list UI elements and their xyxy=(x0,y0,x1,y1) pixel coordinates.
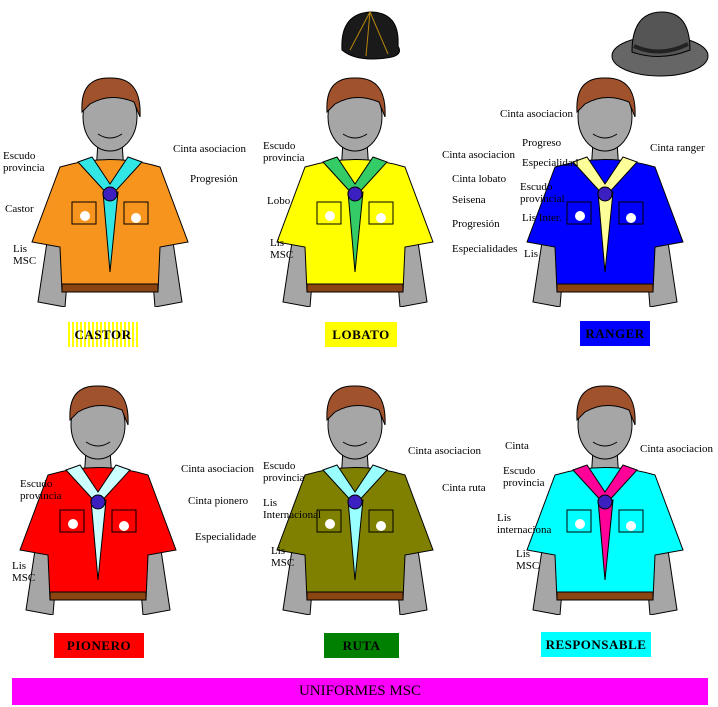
label-lobo: Lobo xyxy=(267,195,291,207)
label-escudo-provincia: Escudo provincia xyxy=(3,150,45,174)
label-lis-internacional: Lis internaciona xyxy=(497,512,552,536)
label-especialidade: Especialidade xyxy=(195,531,257,543)
badge-castor: CASTOR xyxy=(68,322,138,347)
label-lis-msc: Lis MSC xyxy=(12,560,36,584)
badge-ruta: RUTA xyxy=(324,633,399,658)
label-cinta-asociacion: Cinta asociacion xyxy=(640,443,714,455)
label-cinta-asociacion: Cinta asociacion xyxy=(442,149,516,161)
label-seisena: Seisena xyxy=(452,194,486,206)
label-progresion: Progresión xyxy=(452,218,500,230)
uniform-figure-responsable xyxy=(505,380,705,615)
badge-pionero: PIONERO xyxy=(54,633,144,658)
badge-responsable: RESPONSABLE xyxy=(541,632,651,657)
label-escudo-provincial: Escudo provincial xyxy=(520,181,565,205)
label-castor: Castor xyxy=(5,203,34,215)
label-escudo-provincia: Escudo provincia xyxy=(263,140,305,164)
brimmed-hat-icon xyxy=(611,11,709,77)
label-escudo-provincia: Escudo provincia xyxy=(503,465,545,489)
badge-lobato: LOBATO xyxy=(325,322,397,347)
label-especialidad: Especialidad xyxy=(522,157,579,169)
label-cinta-asociacion: Cinta asociacion xyxy=(500,108,574,120)
label-escudo-provincia: Escudo provincia xyxy=(263,460,305,484)
label-cinta: Cinta xyxy=(505,440,529,452)
label-lis-msc: Lis MSC xyxy=(13,243,37,267)
label-especialidades: Especialidades xyxy=(452,243,518,255)
label-lis-msc: Lis MSC xyxy=(270,237,294,261)
label-cinta-ruta: Cinta ruta xyxy=(442,482,486,494)
label-progresion: Progresión xyxy=(190,173,238,185)
label-cinta-ranger: Cinta ranger xyxy=(650,142,705,154)
label-escudo-provincia: Escudo provincia xyxy=(20,478,62,502)
label-cinta-pionero: Cinta pionero xyxy=(188,495,249,507)
badge-ranger: RANGER xyxy=(580,321,650,346)
label-cinta-asociacion: Cinta asociacion xyxy=(181,463,255,475)
label-cinta-lobato: Cinta lobato xyxy=(452,173,507,185)
title-banner: UNIFORMES MSC xyxy=(12,678,708,705)
cap-icon xyxy=(341,11,400,60)
label-cinta-asociacion: Cinta asociacion xyxy=(173,143,247,155)
label-lis: Lis xyxy=(524,248,539,260)
label-lis-internacional: Lis Internacional xyxy=(263,497,322,521)
label-lis-msc: Lis MSC xyxy=(516,548,540,572)
uniform-figure-castor xyxy=(10,72,210,307)
label-cinta-asociacion: Cinta asociacion xyxy=(408,445,482,457)
uniform-figure-lobato xyxy=(255,72,455,307)
label-lis-inter: Lis Inter. xyxy=(522,212,562,224)
label-lis-msc: Lis MSC xyxy=(271,545,295,569)
label-progreso: Progreso xyxy=(522,137,562,149)
